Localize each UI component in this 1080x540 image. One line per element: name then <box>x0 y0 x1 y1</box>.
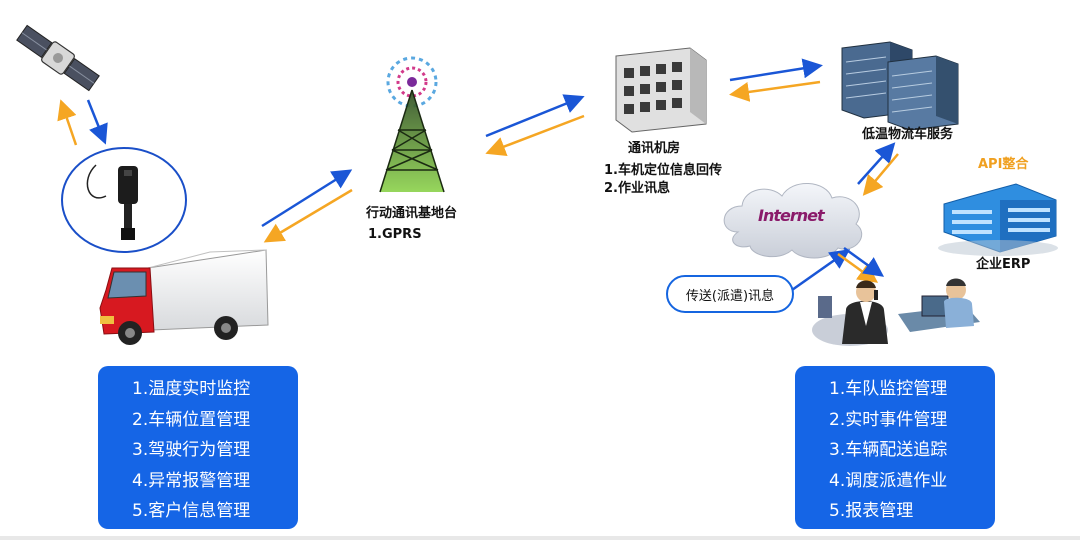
dispatch-message-pill: 传送(派遣)讯息 <box>666 275 794 313</box>
truck-icon <box>99 249 269 345</box>
internet-label: Internet <box>758 206 825 225</box>
cloud-icon <box>723 183 863 259</box>
arrow-server-to-room <box>729 80 821 102</box>
arrow-truck-to-tower <box>261 169 353 228</box>
building-icon <box>615 47 707 133</box>
arrow-tower-to-truck <box>263 188 353 243</box>
arrow-room-to-server <box>729 58 823 82</box>
machine-room-item-1: 1.车机定位信息回传 <box>604 163 722 178</box>
arrow-server-to-cloud <box>862 153 899 196</box>
dispatcher-icon <box>812 280 888 346</box>
vehicle-features-list: 1.温度实时监控 2.车辆位置管理 3.驾驶行为管理 4.异常报警管理 5.客户… <box>98 374 298 527</box>
platform-features-panel: 1.车队监控管理 2.实时事件管理 3.车辆配送追踪 4.调度派遣作业 5.报表… <box>795 366 995 529</box>
list-item: 4.调度派遣作业 <box>829 470 948 491</box>
machine-room-item-2: 2.作业讯息 <box>604 181 670 196</box>
list-item: 3.驾驶行为管理 <box>132 440 251 460</box>
cell-tower-icon <box>379 56 445 193</box>
operator-icon <box>898 278 980 332</box>
arrow-cloud-to-server <box>857 142 896 185</box>
base-station-protocol: 1.GPRS <box>368 227 422 242</box>
service-label: 低温物流车服务 <box>862 127 954 142</box>
arrow-up-orange <box>57 99 78 146</box>
vehicle-features-panel: 1.温度实时监控 2.车辆位置管理 3.驾驶行为管理 4.异常报警管理 5.客户… <box>98 366 298 529</box>
api-label: API整合 <box>978 157 1029 172</box>
arrow-down-blue <box>86 99 108 145</box>
arrow-room-to-tower <box>485 114 585 156</box>
list-item: 1.车队监控管理 <box>829 379 948 399</box>
enterprise-building-icon <box>938 183 1058 256</box>
erp-label: 企业ERP <box>976 257 1031 272</box>
machine-room-label: 通讯机房 <box>628 141 681 156</box>
bottom-divider <box>0 536 1080 540</box>
list-item: 2.实时事件管理 <box>829 409 948 430</box>
server-icon <box>841 41 959 131</box>
base-station-label: 行动通讯基地台 <box>366 206 458 221</box>
list-item: 5.报表管理 <box>829 501 914 521</box>
list-item: 3.车辆配送追踪 <box>829 440 948 460</box>
list-item: 5.客户信息管理 <box>132 501 251 521</box>
gps-tracker-icon <box>61 147 187 253</box>
list-item: 4.异常报警管理 <box>132 470 251 491</box>
satellite-icon <box>16 24 100 92</box>
arrow-dispatch-blue <box>843 246 885 277</box>
list-item: 2.车辆位置管理 <box>132 409 251 430</box>
platform-features-list: 1.车队监控管理 2.实时事件管理 3.车辆配送追踪 4.调度派遣作业 5.报表… <box>795 374 995 527</box>
arrow-tower-to-room <box>485 94 585 138</box>
arrow-dispatch-up <box>791 249 851 292</box>
list-item: 1.温度实时监控 <box>132 379 251 399</box>
